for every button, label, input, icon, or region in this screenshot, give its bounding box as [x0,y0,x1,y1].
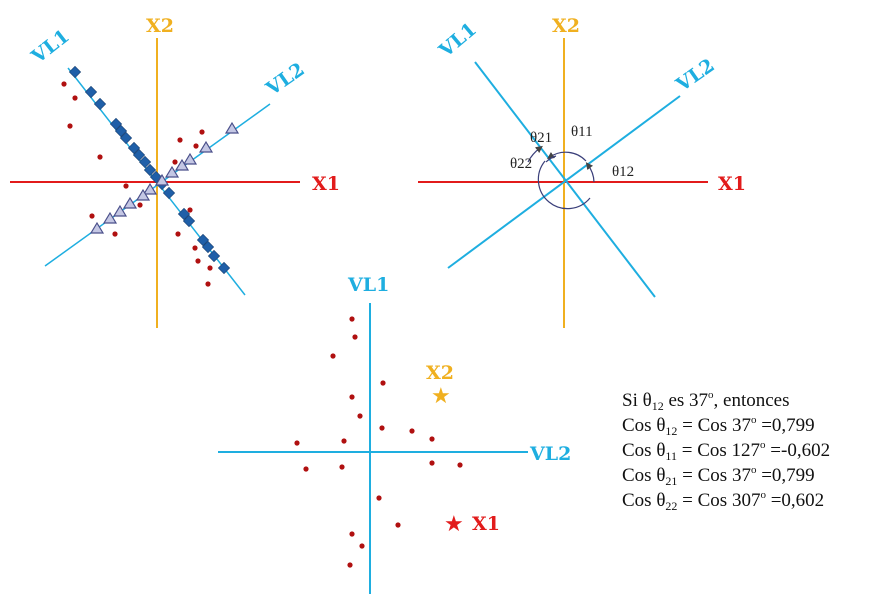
vl2-label: VL2 [261,58,308,100]
vl1-axis [474,61,656,298]
triangle-points [89,121,240,234]
vl1-label: VL1 [27,25,74,68]
x1-label: X1 [472,513,500,535]
vl2-label: VL2 [529,443,571,465]
panel-scatter-original: VL1 VL2 X2 X1 [10,15,340,328]
x2-label: X2 [146,15,174,37]
theta-21-label: θ21 [530,130,552,146]
panel-rotated: ★ ★ VL1 VL2 X2 X1 [218,274,571,594]
square-points [68,65,231,275]
vl1-label: VL1 [434,18,481,62]
text-line-1: Si θ12 es 37o, entonces [622,389,790,413]
dot-points [61,81,213,287]
theta-12-label: θ12 [612,164,634,180]
x1-star-icon: ★ [444,512,464,537]
dot-points [294,316,463,568]
x1-label: X1 [312,173,340,195]
text-line-3: Cos θ11 = Cos 127o =-0,602 [622,439,830,463]
text-line-5: Cos θ22 = Cos 307o =0,602 [622,489,824,513]
cosine-text-block: Si θ12 es 37o, entonces Cos θ12 = Cos 37… [622,389,830,513]
text-line-2: Cos θ12 = Cos 37o =0,799 [622,414,815,438]
vl2-axis [447,95,681,269]
theta-22-label: θ22 [510,156,532,172]
x2-star-icon: ★ [431,384,451,409]
vl2-label: VL2 [671,54,718,96]
x2-label: X2 [426,362,454,384]
vl1-label: VL1 [347,274,389,296]
angle-arcs [527,145,595,210]
panel-angles: VL1 VL2 X2 X1 θ21 θ11 θ22 θ12 [418,15,746,328]
x1-label: X1 [718,173,746,195]
theta-11-label: θ11 [571,124,593,140]
text-line-4: Cos θ21 = Cos 37o =0,799 [622,464,815,488]
x2-label: X2 [552,15,580,37]
